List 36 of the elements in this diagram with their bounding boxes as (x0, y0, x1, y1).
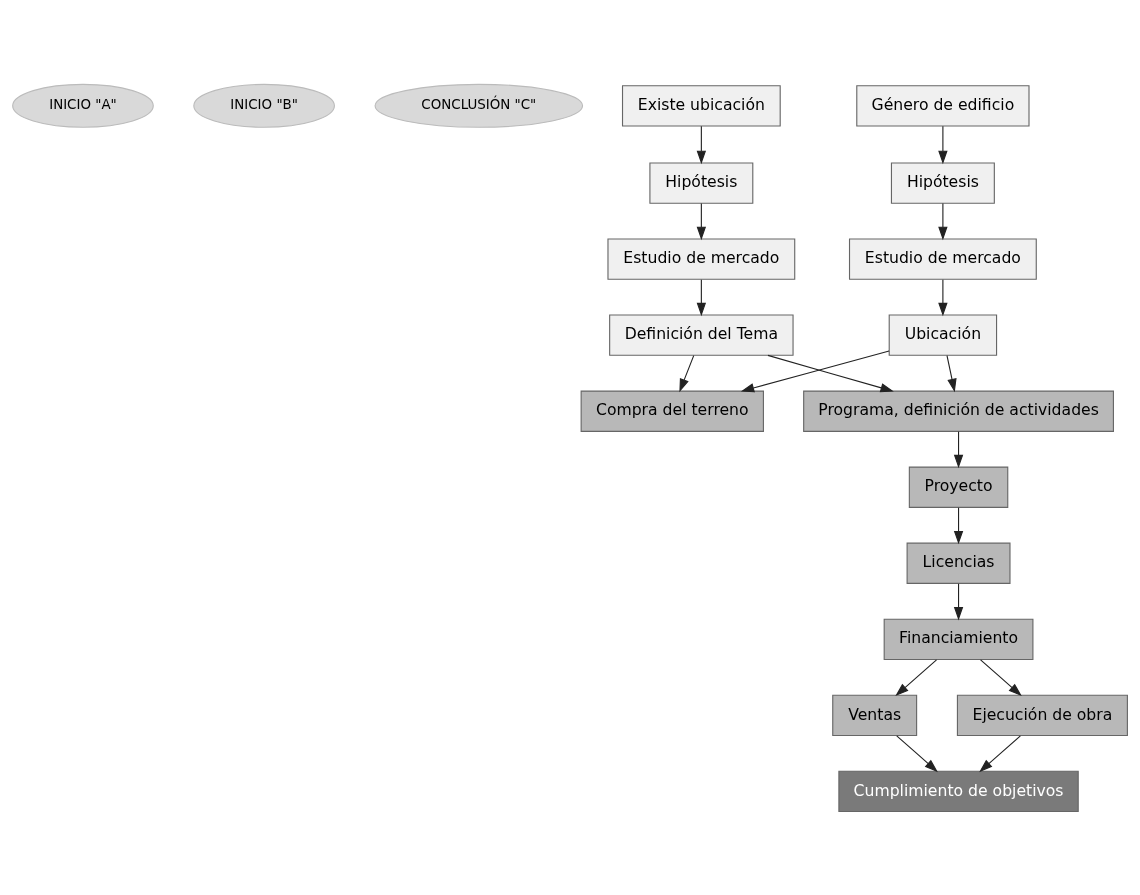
arrow (946, 354, 957, 392)
arrow (679, 354, 695, 392)
node-box: Licencias (906, 542, 1011, 584)
arrow (767, 354, 894, 392)
node-box: Existe ubicación (621, 84, 781, 126)
node-ellipse: INICIO "B" (193, 83, 335, 128)
node-box: Estudio de mercado (607, 237, 796, 280)
arrow (979, 734, 1021, 772)
node-box: Programa, definición de actividades (803, 390, 1114, 432)
arrow (696, 278, 707, 316)
node-box: Estudio de mercado (848, 237, 1037, 280)
arrow (953, 582, 964, 620)
node-box: Cumplimiento de objetivos (838, 770, 1079, 812)
node-box: Financiamiento (883, 618, 1034, 660)
node-ellipse: INICIO "A" (12, 83, 154, 128)
node-box: Hipótesis (890, 161, 995, 204)
arrow (953, 430, 964, 468)
node-box: Ventas (832, 694, 918, 736)
arrow (696, 125, 707, 164)
arrow (895, 658, 938, 696)
arrow (953, 506, 964, 544)
arrow (938, 278, 948, 316)
arrow (938, 125, 948, 164)
arrow (896, 734, 938, 772)
node-box: Definición del Tema (609, 313, 794, 356)
node-box: Compra del terreno (580, 390, 764, 432)
arrow (740, 349, 890, 392)
arrow (696, 202, 707, 240)
node-box: Ubicación (888, 313, 998, 356)
node-box: Género de edificio (856, 84, 1030, 126)
arrow (980, 658, 1022, 696)
node-box: Hipótesis (649, 161, 754, 204)
node-ellipse: CONCLUSIÓN "C" (374, 83, 584, 128)
node-box: Ejecución de obra (956, 694, 1128, 736)
arrow (938, 202, 948, 240)
node-box: Proyecto (908, 466, 1009, 508)
